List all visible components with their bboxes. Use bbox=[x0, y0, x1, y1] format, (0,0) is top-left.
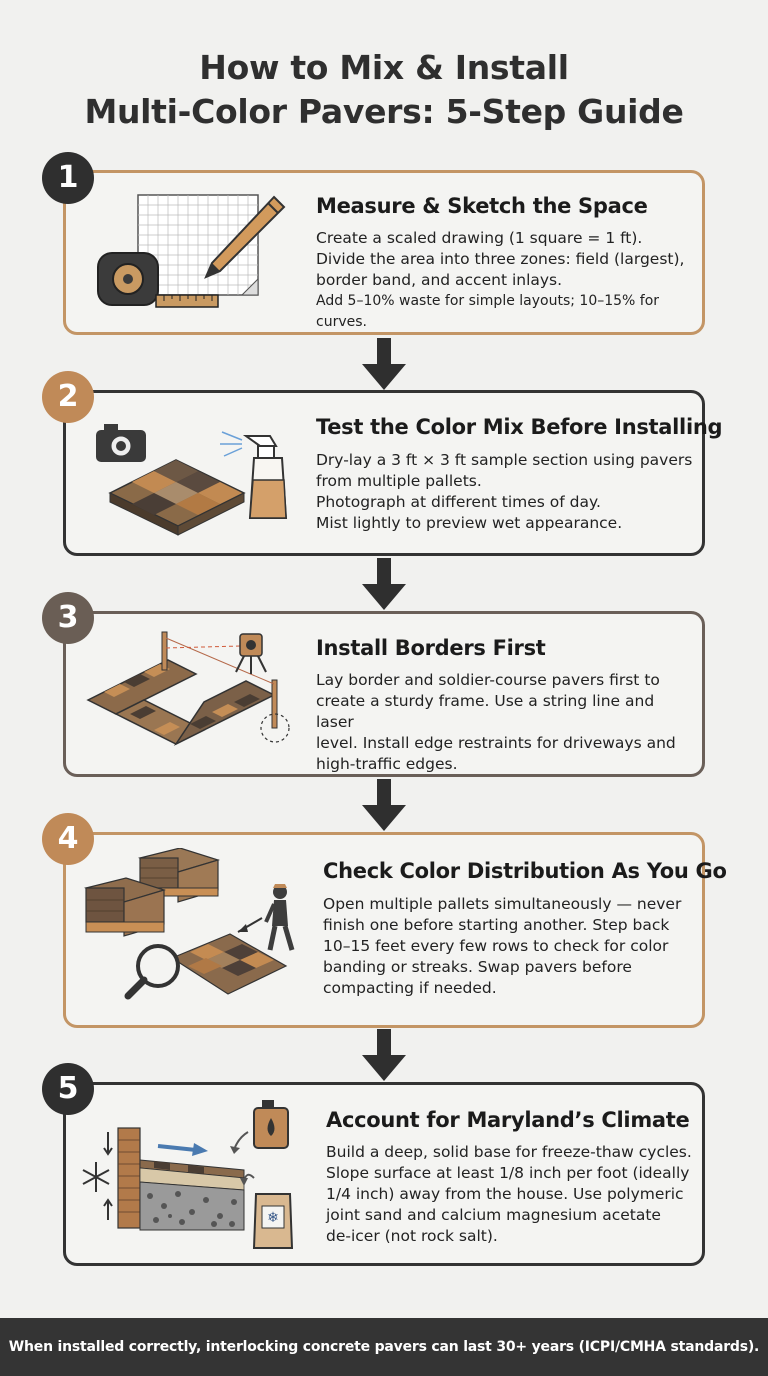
title-line-1: How to Mix & Install bbox=[199, 48, 569, 87]
step-2-line-4: Mist lightly to preview wet appearance. bbox=[316, 514, 623, 532]
step-1-body: Create a scaled drawing (1 square = 1 ft… bbox=[316, 228, 696, 333]
down-arrow-icon bbox=[362, 558, 406, 610]
step-4-title: Check Color Distribution As You Go bbox=[323, 859, 727, 883]
svg-text:❄: ❄ bbox=[267, 1210, 279, 1226]
step-4-line-5: compacting if needed. bbox=[323, 979, 497, 997]
down-arrow-icon bbox=[362, 1029, 406, 1081]
deicer-bag-icon: ❄ bbox=[240, 1173, 294, 1249]
camera-icon bbox=[96, 424, 146, 462]
step-5-illustration: ❄ bbox=[82, 1100, 294, 1249]
step-1-badge: 1 bbox=[42, 152, 94, 204]
step-3-line-3: level. Install edge restraints for drive… bbox=[316, 734, 676, 752]
step-5-line-1: Build a deep, solid base for freeze-thaw… bbox=[326, 1143, 692, 1161]
step-5-body: Build a deep, solid base for freeze-thaw… bbox=[326, 1142, 701, 1247]
down-arrow-icon bbox=[362, 779, 406, 831]
step-2-title: Test the Color Mix Before Installing bbox=[316, 415, 723, 439]
step-4-line-3: 10–15 feet every few rows to check for c… bbox=[323, 937, 669, 955]
step-2-illustration bbox=[96, 424, 288, 536]
page-title: How to Mix & Install Multi-Color Pavers:… bbox=[0, 46, 768, 134]
down-arrow-icon bbox=[362, 338, 406, 390]
step-2-line-3: Photograph at different times of day. bbox=[316, 493, 601, 511]
step-4-illustration bbox=[83, 848, 295, 1000]
paver-field-icon bbox=[170, 933, 288, 995]
step-4-body: Open multiple pallets simultaneously — n… bbox=[323, 894, 701, 999]
base-cross-section-icon bbox=[139, 1143, 245, 1231]
pencil-icon bbox=[204, 195, 286, 279]
step-3-title: Install Borders First bbox=[316, 636, 546, 660]
snowflake-icon bbox=[82, 1132, 113, 1220]
step-3-badge: 3 bbox=[42, 592, 94, 644]
sealant-jug-icon bbox=[230, 1100, 289, 1154]
step-3-body: Lay border and soldier-course pavers fir… bbox=[316, 670, 696, 775]
step-3-line-2: create a sturdy frame. Use a string line… bbox=[316, 692, 655, 731]
step-3-line-1: Lay border and soldier-course pavers fir… bbox=[316, 671, 660, 689]
pallet-stack-icon bbox=[83, 848, 221, 937]
step-3-card bbox=[63, 611, 705, 777]
step-3-line-4: high-traffic edges. bbox=[316, 755, 458, 773]
step-1-line-3: border band, and accent inlays. bbox=[316, 271, 563, 289]
tape-measure-icon bbox=[97, 252, 219, 308]
step-1-line-4: Add 5–10% waste for simple layouts; 10–1… bbox=[316, 293, 660, 330]
step-1-title: Measure & Sketch the Space bbox=[316, 194, 648, 218]
step-1-line-1: Create a scaled drawing (1 square = 1 ft… bbox=[316, 229, 643, 247]
step-5-badge: 5 bbox=[42, 1063, 94, 1115]
step-2-line-2: from multiple pallets. bbox=[316, 472, 482, 490]
magnifier-icon bbox=[124, 944, 180, 1000]
step-5-line-5: de-icer (not rock salt). bbox=[326, 1227, 498, 1245]
stake-icon bbox=[161, 631, 290, 743]
paver-sample-icon bbox=[108, 459, 246, 536]
laser-level-icon bbox=[165, 633, 267, 674]
footer-note: When installed correctly, interlocking c… bbox=[0, 1318, 768, 1376]
step-5-line-2: Slope surface at least 1/8 inch per foot… bbox=[326, 1164, 690, 1182]
step-5-line-3: 1/4 inch) away from the house. Use polym… bbox=[326, 1185, 684, 1203]
spray-bottle-icon bbox=[220, 431, 288, 519]
step-3-illustration bbox=[86, 631, 290, 746]
brick-wall-icon bbox=[117, 1127, 141, 1229]
title-line-2: Multi-Color Pavers: 5-Step Guide bbox=[84, 92, 684, 131]
step-4-line-1: Open multiple pallets simultaneously — n… bbox=[323, 895, 682, 913]
step-5-line-4: joint sand and calcium magnesium acetate bbox=[326, 1206, 661, 1224]
step-4-line-2: finish one before starting another. Step… bbox=[323, 916, 670, 934]
step-4-badge: 4 bbox=[42, 813, 94, 865]
step-2-badge: 2 bbox=[42, 371, 94, 423]
border-pavers-icon bbox=[86, 659, 276, 746]
worker-icon bbox=[237, 884, 295, 951]
step-1-illustration bbox=[97, 194, 286, 308]
step-1-line-2: Divide the area into three zones: field … bbox=[316, 250, 685, 268]
step-5-title: Account for Maryland’s Climate bbox=[326, 1108, 690, 1132]
step-4-line-4: banding or streaks. Swap pavers before bbox=[323, 958, 632, 976]
step-2-line-1: Dry-lay a 3 ft × 3 ft sample section usi… bbox=[316, 451, 693, 469]
step-2-body: Dry-lay a 3 ft × 3 ft sample section usi… bbox=[316, 450, 696, 534]
